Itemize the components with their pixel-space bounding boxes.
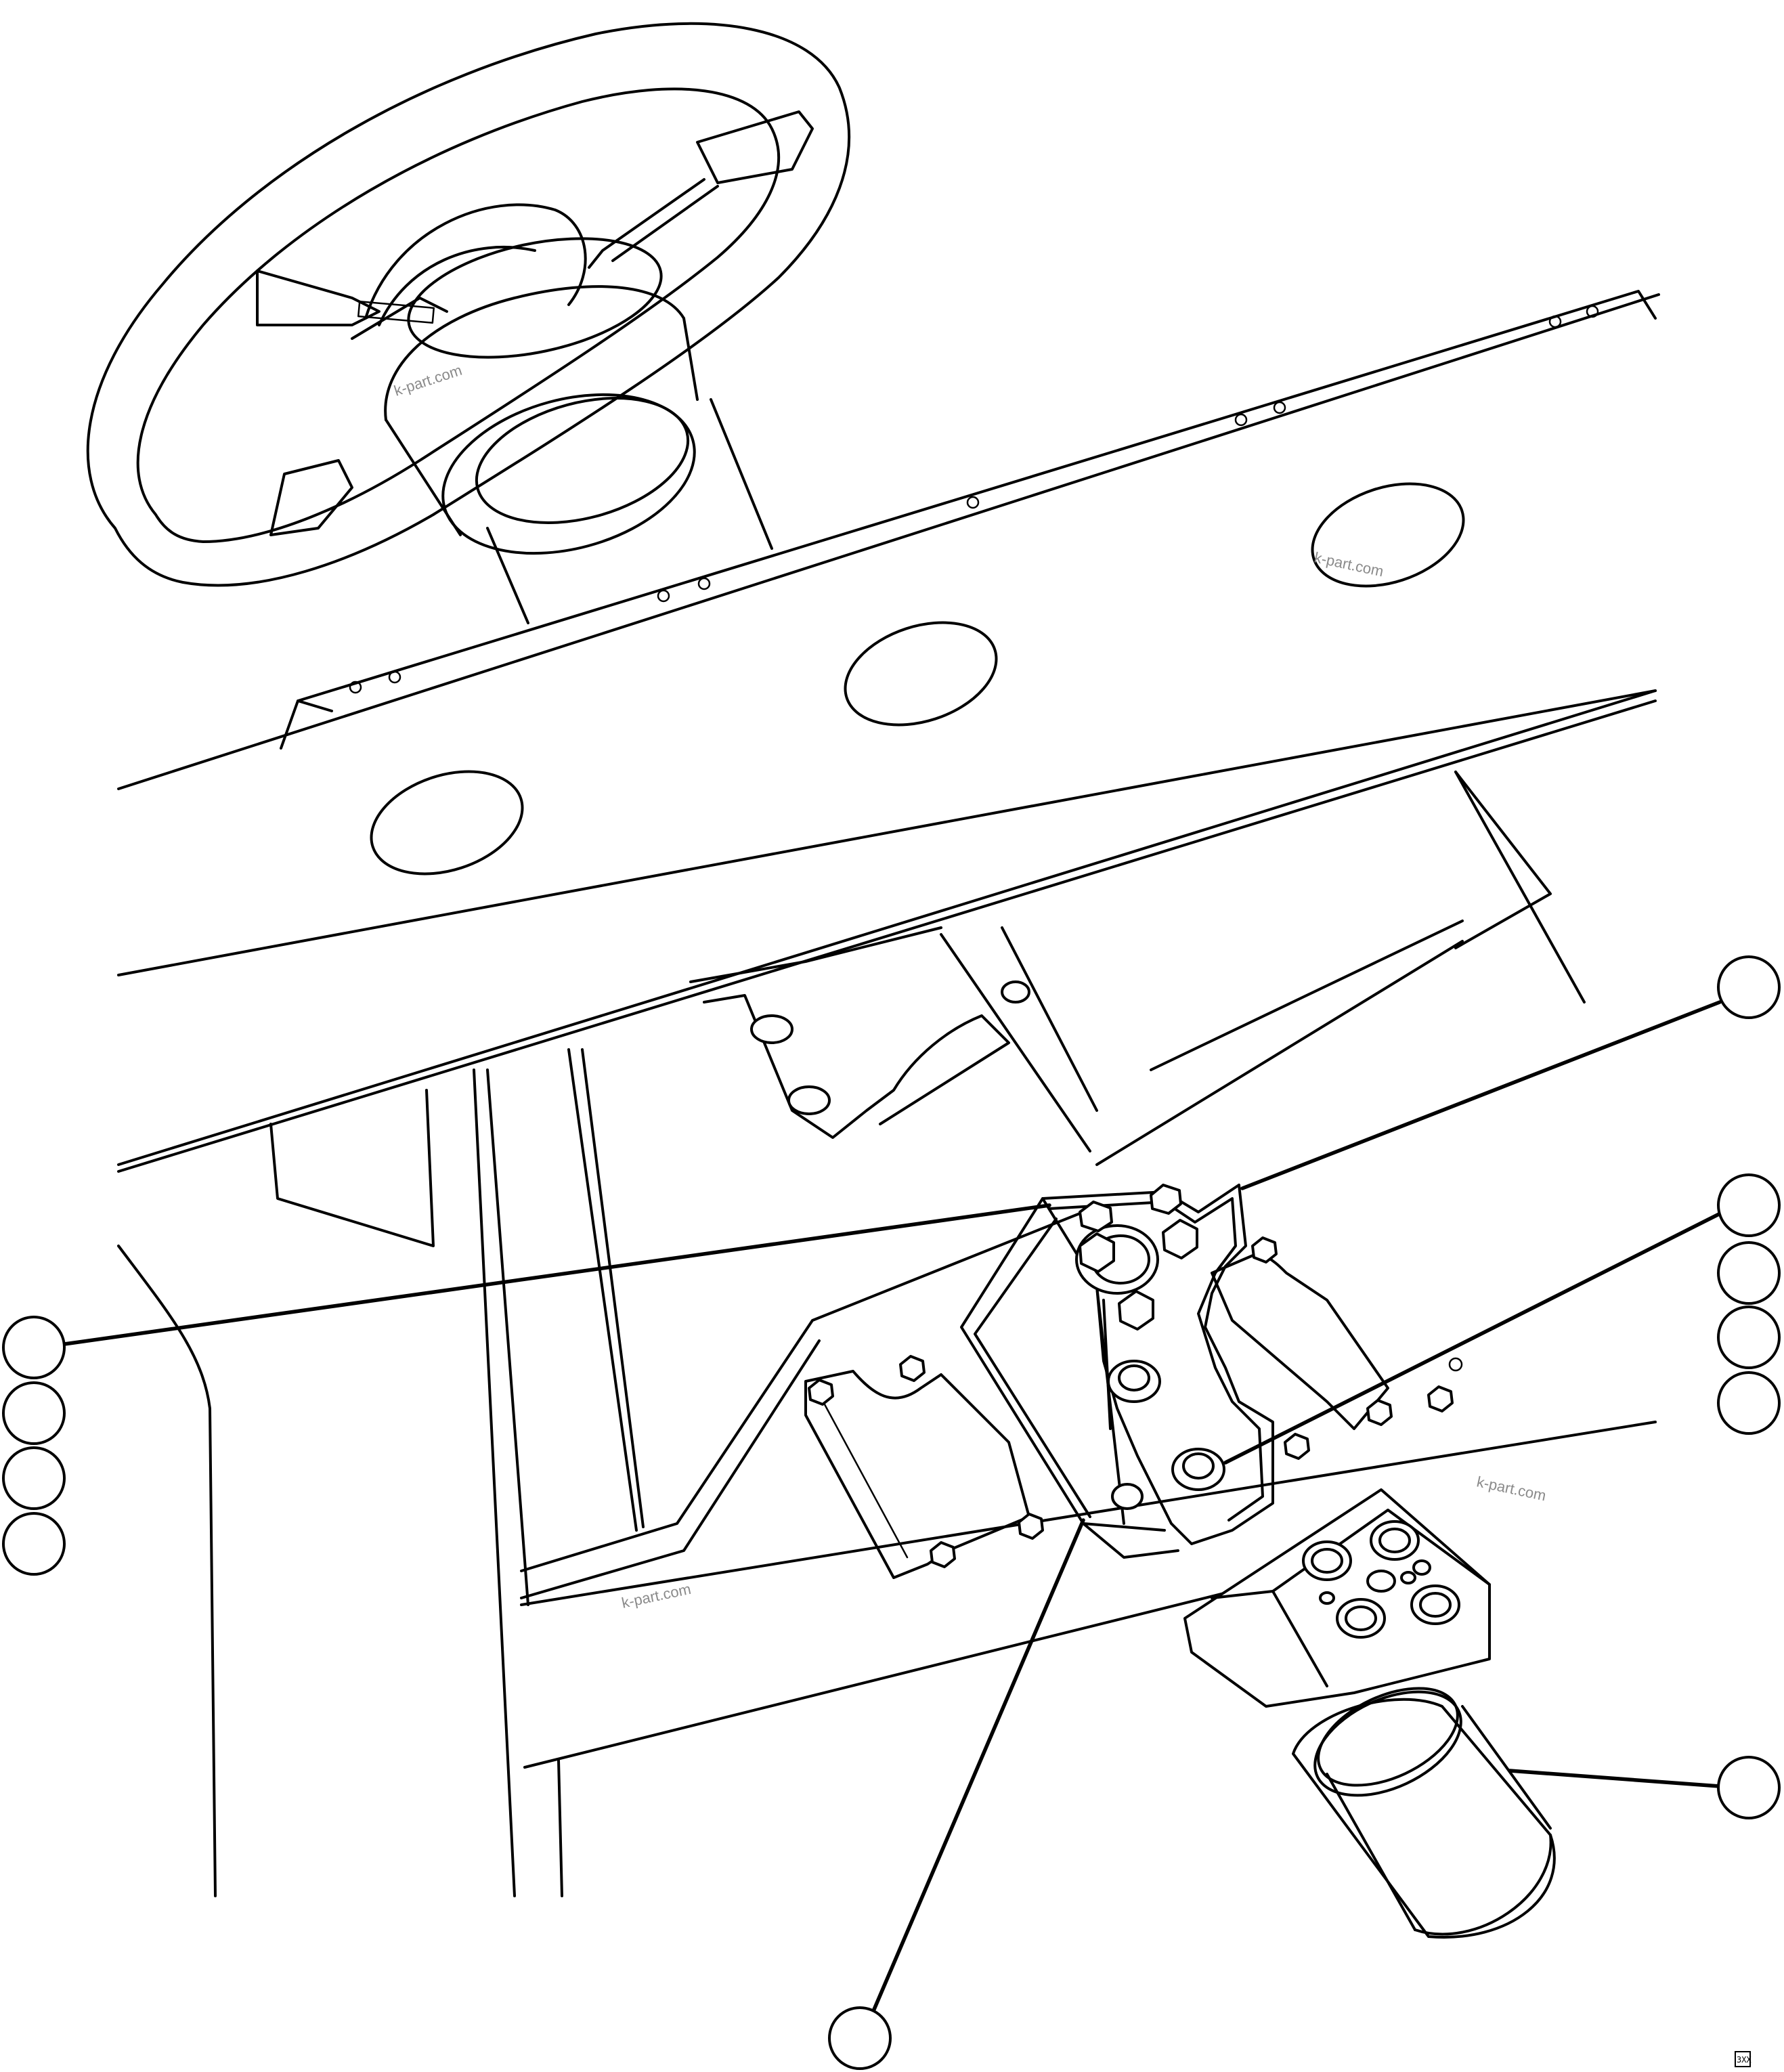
- hex-nut: [1284, 1433, 1310, 1460]
- callout-bottom-right[interactable]: [1717, 1756, 1781, 1819]
- steering-column: [384, 237, 1098, 1152]
- watermark: k-part.com: [392, 362, 464, 400]
- callout-right-2[interactable]: [1717, 1241, 1781, 1305]
- steering-valve: [1183, 1488, 1556, 1939]
- hex-nut: [1118, 1290, 1154, 1331]
- steering-bracket: [960, 1184, 1274, 1559]
- watermark: k-part.com: [620, 1580, 693, 1612]
- watermark: k-part.com: [1475, 1473, 1548, 1504]
- leader-right: [1223, 1210, 1725, 1465]
- leader-lines: [62, 1000, 1725, 2013]
- watermark: k-part.com: [1313, 548, 1385, 580]
- hex-nut: [1251, 1236, 1278, 1264]
- hex-nut: [899, 1355, 926, 1382]
- callout-left-1[interactable]: [2, 1316, 66, 1379]
- watermarks: k-part.com k-part.com k-part.com k-part.…: [392, 362, 1548, 1612]
- hex-nut: [1079, 1232, 1115, 1273]
- steering-wheel: [86, 22, 850, 587]
- hex-nut: [1366, 1399, 1393, 1426]
- leader-bottom-right: [1508, 1769, 1722, 1788]
- callout-left-4[interactable]: [2, 1512, 66, 1576]
- hex-nut: [808, 1379, 834, 1406]
- upper-mounting-plate: [703, 980, 1030, 1139]
- hex-nut: [1427, 1385, 1454, 1412]
- leader-left: [62, 1203, 1051, 1346]
- callouts: [2, 955, 1781, 2070]
- hex-nut: [930, 1541, 956, 1568]
- svg-text:3XX: 3XX: [1737, 2055, 1752, 2065]
- callout-top-right[interactable]: [1717, 955, 1781, 1019]
- hex-nut: [1018, 1513, 1044, 1540]
- callout-right-3[interactable]: [1717, 1305, 1781, 1369]
- hex-bolt: [1107, 1360, 1225, 1510]
- left-mounting-plate: [804, 1355, 1044, 1579]
- callout-left-3[interactable]: [2, 1446, 66, 1510]
- hex-nut: [1150, 1184, 1182, 1215]
- corner-code: 3XX: [1735, 2051, 1752, 2067]
- callout-bottom[interactable]: [828, 2006, 892, 2070]
- leader-bottom: [871, 1518, 1085, 2013]
- right-mounting-plate: [1211, 1236, 1463, 1460]
- callout-left-2[interactable]: [2, 1381, 66, 1445]
- callout-right-1[interactable]: [1717, 1173, 1781, 1237]
- callout-right-4[interactable]: [1717, 1371, 1781, 1435]
- leader-top-right: [1240, 1000, 1722, 1190]
- dash-panel: [117, 290, 1660, 1173]
- hex-bolt: [750, 980, 1030, 1115]
- hex-nut: [1079, 1201, 1113, 1232]
- hex-nut: [1162, 1219, 1198, 1259]
